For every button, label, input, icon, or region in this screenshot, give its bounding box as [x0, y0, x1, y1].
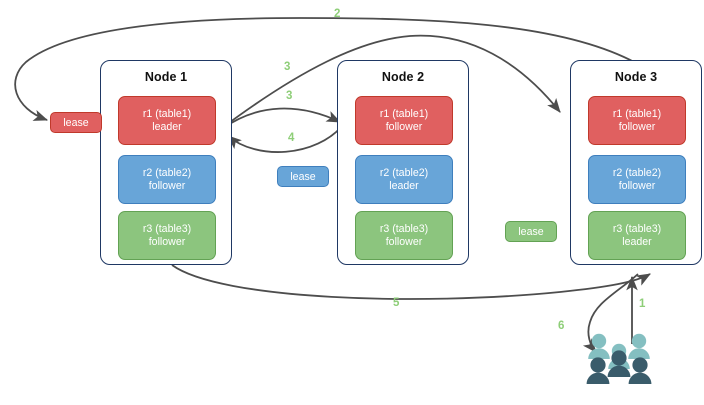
- lease-chip-r3[interactable]: lease: [505, 221, 557, 242]
- arrow-step-3-to-node2: [221, 107, 341, 130]
- replica-chip-node1-r3[interactable]: r3 (table3) follower: [118, 211, 216, 260]
- node-title: Node 2: [381, 70, 425, 84]
- replica-role: follower: [618, 179, 656, 192]
- replica-name: r2 (table2): [612, 167, 662, 179]
- arrow-step-4: [227, 123, 345, 153]
- step-label-4: 4: [288, 132, 295, 144]
- lease-label: lease: [518, 225, 544, 238]
- replica-role: follower: [618, 120, 656, 133]
- lease-label: lease: [290, 170, 316, 183]
- lease-chip-r2[interactable]: lease: [277, 166, 329, 187]
- replica-chip-node3-r1[interactable]: r1 (table1) follower: [588, 96, 686, 145]
- replica-name: r1 (table1): [612, 108, 662, 120]
- replica-name: r2 (table2): [142, 167, 192, 179]
- node-title: Node 3: [614, 70, 658, 84]
- step-label-2: 2: [334, 8, 341, 20]
- step-label-3-node3: 3: [284, 61, 291, 73]
- replica-chip-node2-r2[interactable]: r2 (table2) leader: [355, 155, 453, 204]
- replica-name: r3 (table3): [142, 223, 192, 235]
- replica-name: r1 (table1): [142, 108, 192, 120]
- step-label-1: 1: [639, 298, 646, 310]
- users-group[interactable]: [586, 332, 652, 392]
- replica-chip-node2-r3[interactable]: r3 (table3) follower: [355, 211, 453, 260]
- replica-chip-node1-r2[interactable]: r2 (table2) follower: [118, 155, 216, 204]
- node-card-node2[interactable]: Node 2 r1 (table1) follower r2 (table2) …: [337, 60, 469, 265]
- replica-role: follower: [148, 179, 186, 192]
- replica-name: r2 (table2): [379, 167, 429, 179]
- replica-role: leader: [622, 235, 652, 248]
- replica-name: r3 (table3): [379, 223, 429, 235]
- lease-label: lease: [63, 116, 89, 129]
- node-card-node3[interactable]: Node 3 r1 (table1) follower r2 (table2) …: [570, 60, 702, 265]
- replica-name: r1 (table1): [379, 108, 429, 120]
- replica-role: follower: [148, 235, 186, 248]
- lease-chip-r1[interactable]: lease: [50, 112, 102, 133]
- replica-role: follower: [385, 120, 423, 133]
- arrow-step-5: [171, 264, 651, 300]
- replica-name: r3 (table3): [612, 223, 662, 235]
- replica-role: follower: [385, 235, 423, 248]
- replica-role: leader: [152, 120, 182, 133]
- node-card-node1[interactable]: Node 1 r1 (table1) leader r2 (table2) fo…: [100, 60, 232, 265]
- replica-chip-node3-r2[interactable]: r2 (table2) follower: [588, 155, 686, 204]
- replica-role: leader: [389, 179, 419, 192]
- node-title: Node 1: [144, 70, 188, 84]
- replica-chip-node3-r3[interactable]: r3 (table3) leader: [588, 211, 686, 260]
- users-icon: [586, 333, 652, 384]
- step-label-5: 5: [393, 297, 400, 309]
- step-label-6: 6: [558, 320, 565, 332]
- replica-chip-node1-r1[interactable]: r1 (table1) leader: [118, 96, 216, 145]
- replica-chip-node2-r1[interactable]: r1 (table1) follower: [355, 96, 453, 145]
- step-label-3-node2: 3: [286, 90, 293, 102]
